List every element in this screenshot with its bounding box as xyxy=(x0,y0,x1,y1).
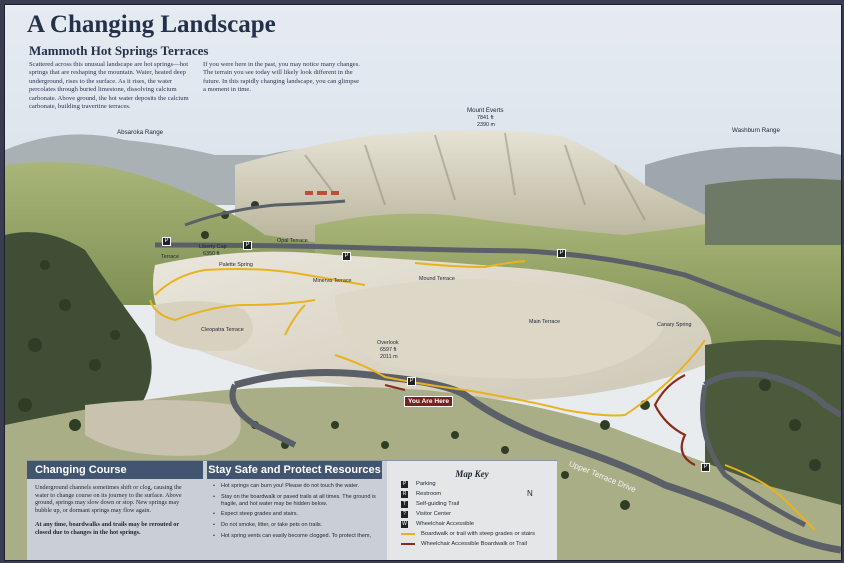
intro-right-text: If you were here in the past, you may no… xyxy=(203,61,360,94)
label-mount-everts-ft: 7841 ft xyxy=(477,115,494,121)
parking-icon: P xyxy=(342,252,351,261)
changing-course-heading: Changing Course xyxy=(27,461,203,479)
key-label: Restroom xyxy=(416,491,442,497)
parking-icon: P xyxy=(243,241,252,250)
parking-icon: P xyxy=(162,237,171,246)
key-label: Parking xyxy=(416,481,436,487)
label-palette-spring: Palette Spring xyxy=(219,262,253,268)
changing-course-section: Changing Course Underground channels som… xyxy=(27,461,203,560)
key-label: Boardwalk or trail with steep grades or … xyxy=(421,531,536,537)
safety-item: Do not smoke, litter, or take pets on tr… xyxy=(207,522,382,529)
key-item-restroom: R Restroom xyxy=(387,489,557,499)
label-mount-everts-m: 2390 m xyxy=(477,122,495,128)
key-line-accessible: Wheelchair Accessible Boardwalk or Trail xyxy=(387,539,557,549)
label-overlook: Overlook xyxy=(377,340,399,346)
key-item-visitor-center: ? Visitor Center xyxy=(387,509,557,519)
safety-item: Expect steep grades and stairs. xyxy=(207,511,382,518)
sign-title: A Changing Landscape xyxy=(27,11,276,38)
label-overlook-m: 2011 m xyxy=(380,354,398,360)
label-main-terrace: Main Terrace xyxy=(529,319,561,325)
label-minerva-terrace: Minerva Terrace xyxy=(313,278,352,284)
parking-icon: P xyxy=(701,463,710,472)
stay-safe-heading: Stay Safe and Protect Resources xyxy=(207,461,382,479)
map-key-section: Map Key N P Parking R Restroom T Self-guidi… xyxy=(387,461,557,560)
wheelchair-icon: W xyxy=(401,520,408,528)
label-overlook-ft: 6597 ft xyxy=(380,347,397,353)
label-mound-terrace: Mound Terrace xyxy=(419,276,455,282)
sign-subtitle: Mammoth Hot Springs Terraces xyxy=(29,43,209,58)
label-canary-spring: Canary Spring xyxy=(657,322,692,328)
interpretive-sign: A Changing Landscape Mammoth Hot Springs… xyxy=(4,4,842,561)
boardwalk-line-swatch xyxy=(401,533,415,535)
label-liberty-cap-elev: 6350 ft xyxy=(203,251,220,257)
label-absaroka-range: Absaroka Range xyxy=(117,129,164,136)
parking-icon: P xyxy=(557,249,566,258)
label-washburn-range: Washburn Range xyxy=(732,127,780,134)
key-label: Wheelchair Accessible Boardwalk or Trail xyxy=(421,541,527,547)
label-mount-everts: Mount Everts xyxy=(467,107,504,114)
key-label: Visitor Center xyxy=(416,511,452,517)
key-label: Self-guiding Trail xyxy=(416,501,460,507)
map-key-heading: Map Key xyxy=(455,469,489,479)
parking-icon: P xyxy=(401,480,408,488)
label-cleopatra-terrace: Cleopatra Terrace xyxy=(201,327,244,333)
accessible-line-swatch xyxy=(401,543,415,545)
compass-north-icon: N xyxy=(527,489,533,498)
info-panel: Changing Course Underground channels som… xyxy=(27,460,557,560)
safety-item: Stay on the boardwalk or paved trails at… xyxy=(207,494,382,508)
key-item-trail: T Self-guiding Trail xyxy=(387,499,557,509)
key-line-boardwalk: Boardwalk or trail with steep grades or … xyxy=(387,529,557,539)
restroom-icon: R xyxy=(401,490,408,498)
label-liberty-cap: Liberty Cap xyxy=(199,244,227,250)
safety-item: Hot spring vents can easily become clogg… xyxy=(207,533,382,540)
intro-left-text: Scattered across this unusual landscape … xyxy=(29,61,189,111)
label-opal-terrace: Opal Terrace xyxy=(277,238,308,244)
trail-icon: T xyxy=(401,500,408,508)
changing-course-body: Underground channels sometimes shift or … xyxy=(35,484,182,514)
safety-item: Hot springs can burn you! Please do not … xyxy=(207,483,382,490)
key-label: Wheelchair Accessible xyxy=(416,521,474,527)
key-item-wheelchair: W Wheelchair Accessible xyxy=(387,519,557,529)
label-jupiter-terrace: Terrace xyxy=(161,254,179,260)
key-item-parking: P Parking xyxy=(387,479,557,489)
parking-icon: P xyxy=(407,377,416,386)
changing-course-note: At any time, boardwalks and trails may b… xyxy=(35,521,180,536)
stay-safe-section: Stay Safe and Protect Resources Hot spri… xyxy=(207,461,382,560)
you-are-here-marker: You Are Here xyxy=(404,396,454,407)
visitor-center-icon: ? xyxy=(401,510,408,518)
